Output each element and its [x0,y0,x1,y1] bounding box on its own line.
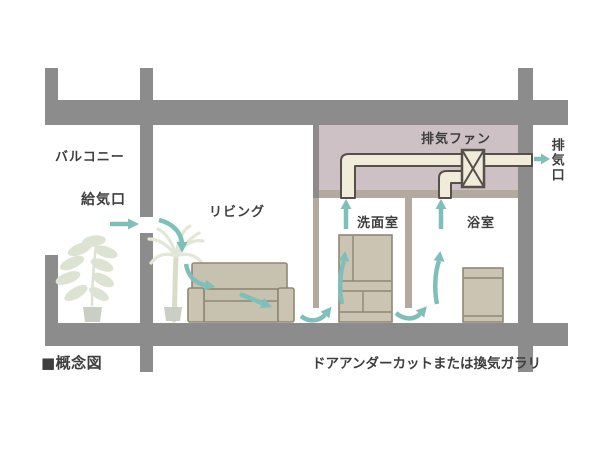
supply-inlet-arrow [110,218,139,230]
door-undercut-arrow-2 [394,306,427,321]
washroom-label: 洗面室 [357,216,400,231]
suspended-ceiling [319,190,518,198]
bathtub [462,267,504,323]
exterior-wall-upper [140,68,153,217]
bathroom-to-duct-arrow [435,199,447,229]
floor-slab [45,323,568,346]
ceiling-slab [45,100,568,125]
exhaust-fan-label: 排気ファン [421,132,492,147]
door-undercut-note: ドアアンダーカットまたは換気ガラリ [312,356,541,372]
washroom-to-duct-arrow [340,199,352,229]
door-undercut-arrow-1 [299,306,332,323]
exhaust-outlet-duct [483,153,533,167]
balcony-plant [55,235,118,322]
balcony-plant-pot [83,307,102,322]
living-entry-arrow [158,217,188,253]
exhaust-fan-unit [460,148,486,189]
bathroom-duct [438,170,463,199]
bathroom-rise-arrow [433,251,445,305]
sofa [187,262,295,323]
sofa-arrow [239,291,272,309]
partition-living-washroom [313,198,319,308]
partition-washroom-bathroom [405,198,412,308]
plenum-left-wall [313,125,319,198]
palm-plant [147,224,205,323]
caption: ■概念図 [41,354,103,372]
palm-plant-pot [164,307,182,321]
washstand-cabinet [338,234,393,323]
balcony-parapet-wall [45,255,58,346]
exhaust-arrow [534,153,550,165]
balcony-label: バルコニー [55,150,125,165]
palm-to-sofa-arrow [183,263,216,291]
living-label: リビング [209,205,266,220]
supply-port-label: 給気口 [81,192,126,208]
balcony-upper-wall [45,68,58,125]
exhaust-port-label: 排気口 [548,138,564,183]
right-exterior-wall [518,68,533,372]
washroom-duct [340,153,463,199]
exterior-wall-lower [140,233,153,372]
washroom-rise-arrow [338,251,350,305]
bathroom-label: 浴室 [467,216,496,231]
